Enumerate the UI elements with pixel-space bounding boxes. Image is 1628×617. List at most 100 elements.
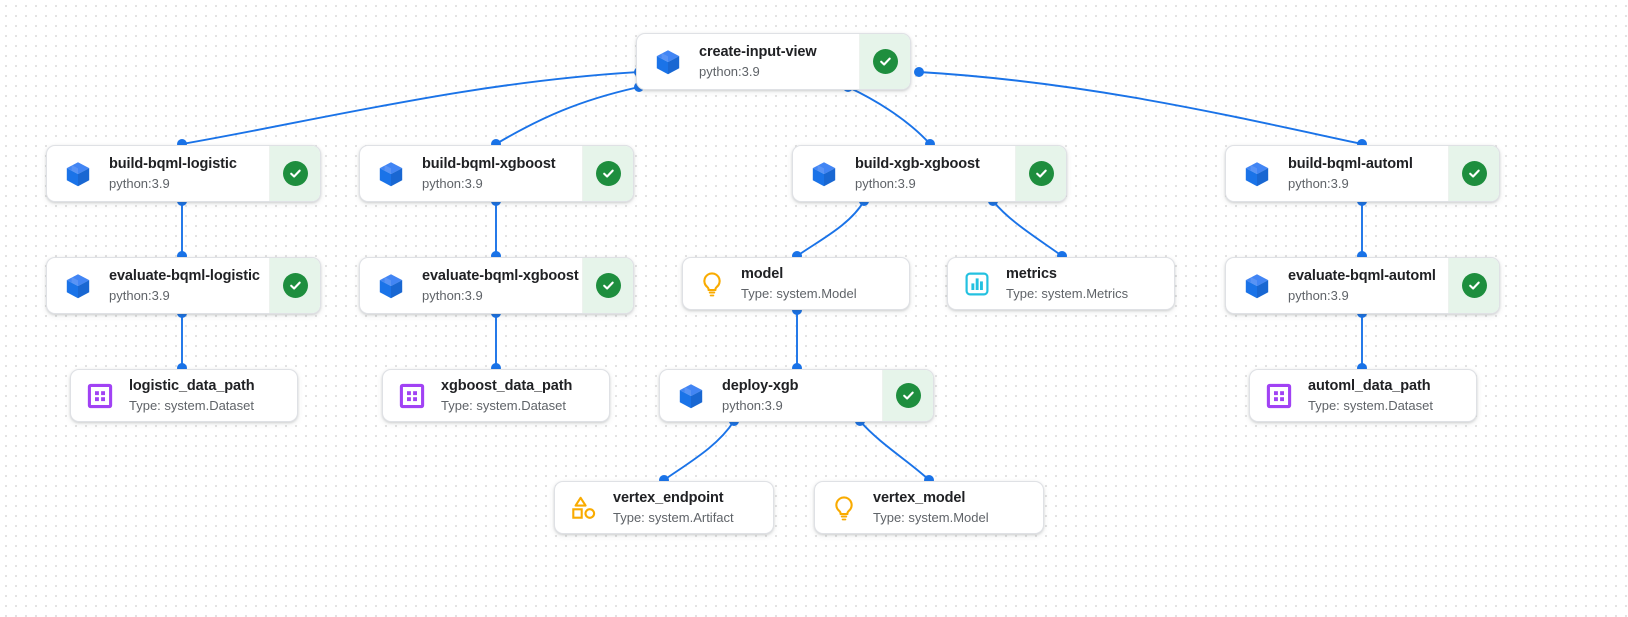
check-circle-icon <box>895 383 921 408</box>
node-body: build-bqml-logistic python:3.9 <box>47 146 269 201</box>
node-status-success <box>1015 146 1066 201</box>
node-subtitle: python:3.9 <box>855 176 916 191</box>
edge-port-source <box>914 67 924 77</box>
node-title: build-bqml-logistic <box>109 156 237 172</box>
node-body: build-bqml-xgboost python:3.9 <box>360 146 582 201</box>
dataset-icon <box>85 381 115 411</box>
node-subtitle: Type: system.Dataset <box>129 398 254 413</box>
node-subtitle: python:3.9 <box>1288 288 1349 303</box>
edge-create-input-view-to-build-bqml-logistic <box>181 71 640 145</box>
cube-icon <box>376 271 406 301</box>
cube-icon <box>63 271 93 301</box>
edge-deploy-xgb-to-vertex_endpoint <box>663 420 735 481</box>
lightbulb-icon <box>829 493 859 523</box>
node-subtitle: python:3.9 <box>109 288 170 303</box>
node-title: logistic_data_path <box>129 378 255 394</box>
node-title: vertex_model <box>873 490 966 506</box>
check-circle-icon <box>1461 273 1487 298</box>
node-subtitle: python:3.9 <box>722 398 783 413</box>
check-circle-icon <box>282 161 308 186</box>
dag-node-build-bqml-xgboost[interactable]: build-bqml-xgboost python:3.9 <box>359 145 634 202</box>
node-subtitle: Type: system.Metrics <box>1006 286 1129 301</box>
node-text: build-xgb-xgboost python:3.9 <box>855 155 980 192</box>
edge-create-input-view-to-build-bqml-automl <box>918 71 1363 145</box>
dag-node-evaluate-bqml-automl[interactable]: evaluate-bqml-automl python:3.9 <box>1225 257 1500 314</box>
node-text: build-bqml-logistic python:3.9 <box>109 155 237 192</box>
node-subtitle: python:3.9 <box>699 64 760 79</box>
node-subtitle: Type: system.Model <box>741 286 857 301</box>
node-title: vertex_endpoint <box>613 490 724 506</box>
check-circle-icon <box>872 49 898 74</box>
node-status-success <box>882 370 933 421</box>
dag-node-create-input-view[interactable]: create-input-view python:3.9 <box>636 33 911 90</box>
node-title: automl_data_path <box>1308 378 1431 394</box>
node-text: evaluate-bqml-automl python:3.9 <box>1288 267 1436 304</box>
node-status-success <box>859 34 910 89</box>
check-circle-icon <box>1028 161 1054 186</box>
node-status-success <box>269 146 320 201</box>
node-status-success <box>1448 258 1499 313</box>
node-title: model <box>741 266 784 282</box>
node-subtitle: python:3.9 <box>109 176 170 191</box>
edge-build-xgb-xgboost-to-metrics <box>992 200 1063 257</box>
node-subtitle: python:3.9 <box>422 288 483 303</box>
dag-node-build-xgb-xgboost[interactable]: build-xgb-xgboost python:3.9 <box>792 145 1067 202</box>
node-title: metrics <box>1006 266 1057 282</box>
node-title: create-input-view <box>699 44 817 60</box>
node-subtitle: Type: system.Artifact <box>613 510 734 525</box>
check-circle-icon <box>595 161 621 186</box>
edge-create-input-view-to-build-xgb-xgboost <box>847 86 931 145</box>
node-status-success <box>1448 146 1499 201</box>
node-text: build-bqml-xgboost python:3.9 <box>422 155 556 192</box>
node-body: evaluate-bqml-automl python:3.9 <box>1226 258 1448 313</box>
cube-icon <box>809 159 839 189</box>
dataset-icon <box>1264 381 1294 411</box>
cube-icon <box>653 47 683 77</box>
check-circle-icon <box>282 273 308 298</box>
node-title: build-bqml-automl <box>1288 156 1413 172</box>
artifact-shapes-icon <box>569 493 599 523</box>
node-title: build-bqml-xgboost <box>422 156 556 172</box>
cube-icon <box>1242 271 1272 301</box>
node-title: evaluate-bqml-automl <box>1288 268 1436 284</box>
node-subtitle: python:3.9 <box>422 176 483 191</box>
dag-node-deploy-xgb[interactable]: deploy-xgb python:3.9 <box>659 369 934 422</box>
node-text: create-input-view python:3.9 <box>699 43 817 80</box>
cube-icon <box>1242 159 1272 189</box>
dataset-icon <box>397 381 427 411</box>
node-body: create-input-view python:3.9 <box>637 34 859 89</box>
node-title: deploy-xgb <box>722 378 799 394</box>
dag-node-build-bqml-logistic[interactable]: build-bqml-logistic python:3.9 <box>46 145 321 202</box>
bar-chart-icon <box>962 269 992 299</box>
edge-deploy-xgb-to-vertex_model <box>859 420 930 481</box>
node-status-success <box>269 258 320 313</box>
cube-icon <box>376 159 406 189</box>
lightbulb-icon <box>697 269 727 299</box>
node-title: build-xgb-xgboost <box>855 156 980 172</box>
node-title: xgboost_data_path <box>441 378 573 394</box>
